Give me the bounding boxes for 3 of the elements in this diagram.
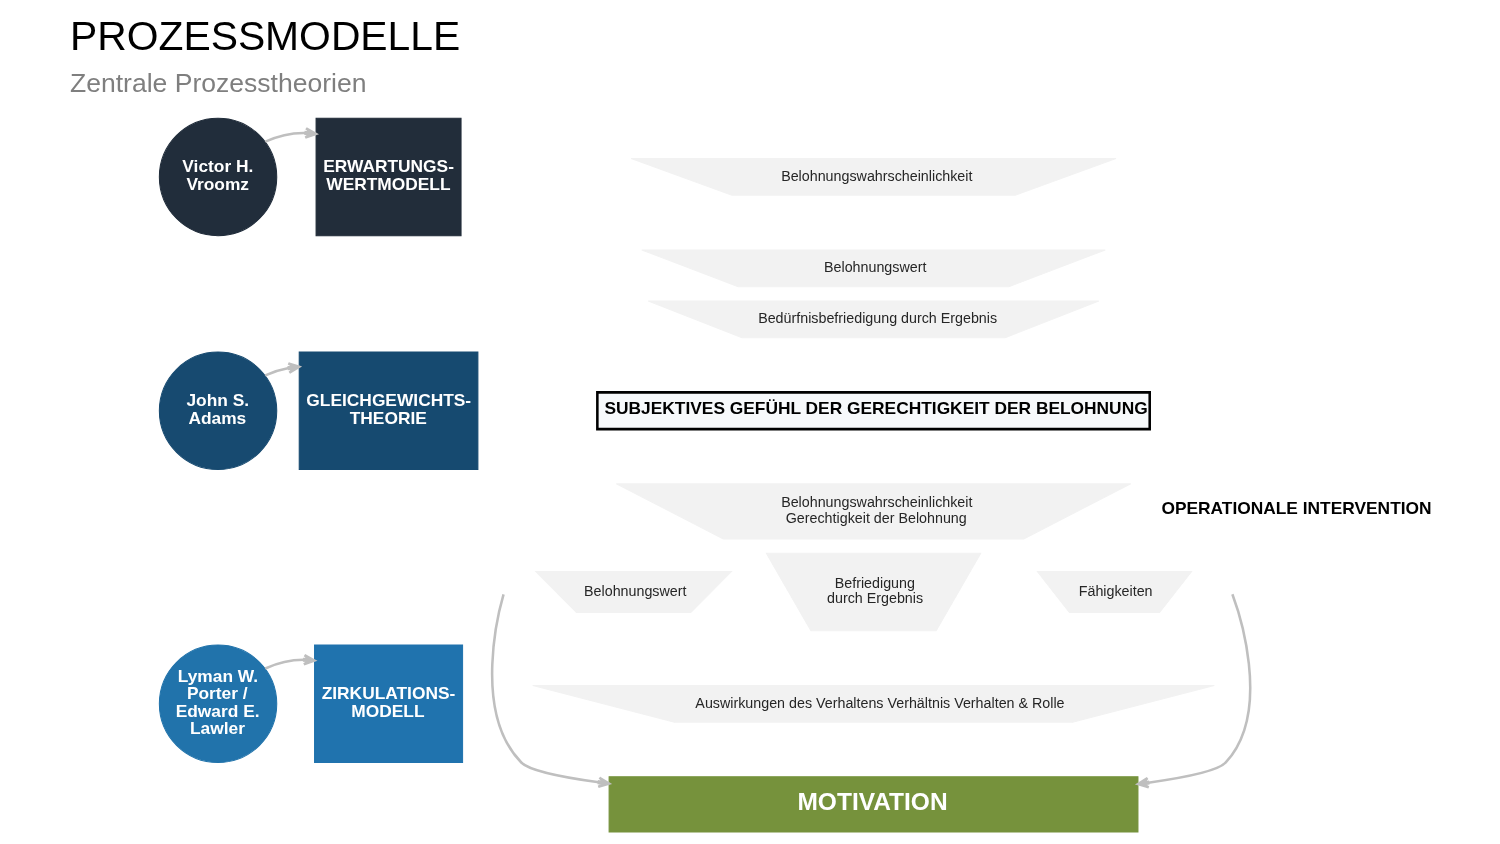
label: Zentrale Prozesstheorien [69,67,366,97]
label: OPERATIONALE INTERVENTION [1160,497,1432,518]
diagram-title: PROZESSMODELLE [69,12,460,59]
